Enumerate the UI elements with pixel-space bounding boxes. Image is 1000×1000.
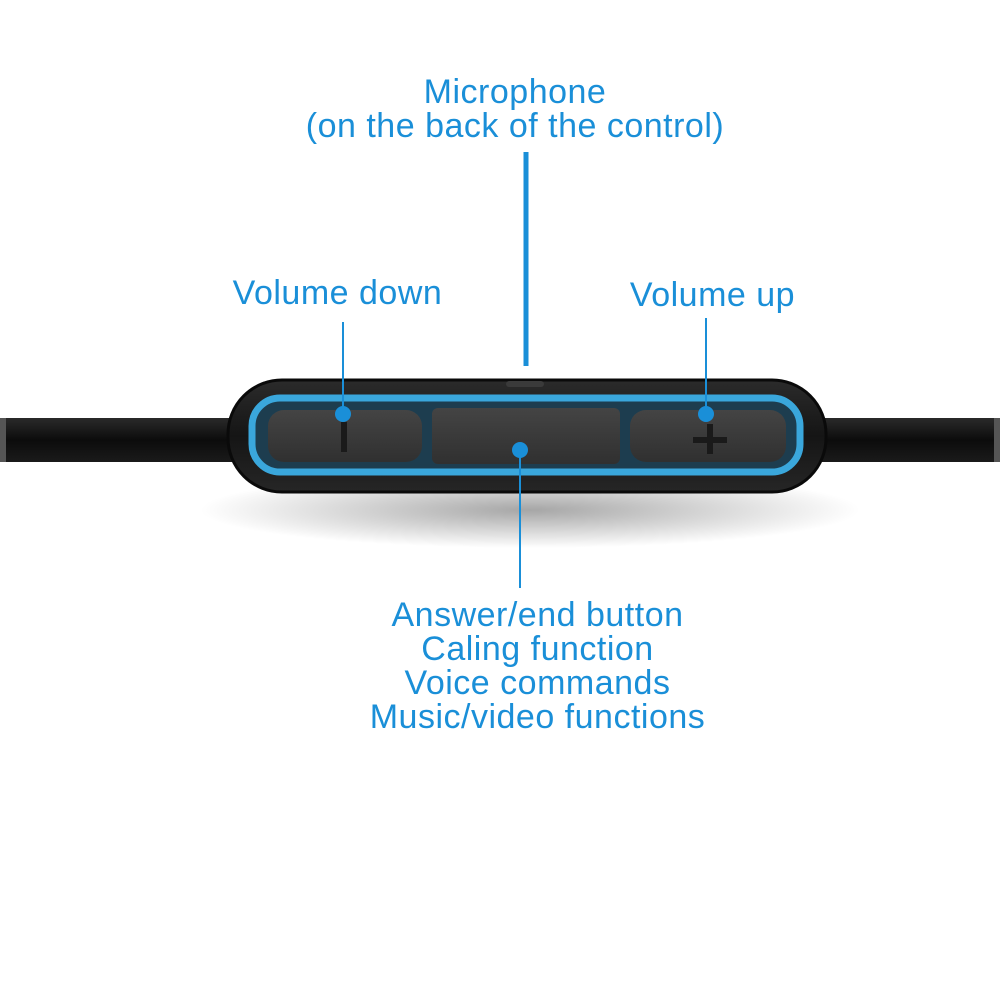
answer-end-label-line: Voice commands bbox=[404, 664, 671, 702]
volume-up-label-line: Volume up bbox=[629, 276, 796, 314]
volume-down-label-line: Volume down bbox=[232, 274, 443, 312]
answer-end-label-line: Caling function bbox=[421, 630, 654, 668]
volume-up-dot bbox=[698, 406, 714, 422]
volume-down-dot bbox=[335, 406, 351, 422]
microphone-port bbox=[506, 381, 544, 387]
volume-down-label: Volume down bbox=[205, 276, 470, 310]
plus-icon bbox=[693, 424, 727, 454]
answer-end-button[interactable] bbox=[432, 408, 620, 464]
microphone-label-line: (on the back of the control) bbox=[305, 107, 725, 145]
minus-icon bbox=[341, 422, 347, 452]
cable-end-right bbox=[994, 418, 1000, 462]
microphone-label: Microphone (on the back of the control) bbox=[250, 75, 780, 143]
microphone-label-line: Microphone bbox=[423, 73, 607, 111]
answer-end-label: Answer/end button Caling function Voice … bbox=[300, 598, 775, 734]
answer-end-label-line: Music/video functions bbox=[369, 698, 706, 736]
answer-end-label-line: Answer/end button bbox=[391, 596, 684, 634]
volume-up-label: Volume up bbox=[600, 278, 825, 312]
cable-end-left bbox=[0, 418, 6, 462]
answer-end-dot bbox=[512, 442, 528, 458]
